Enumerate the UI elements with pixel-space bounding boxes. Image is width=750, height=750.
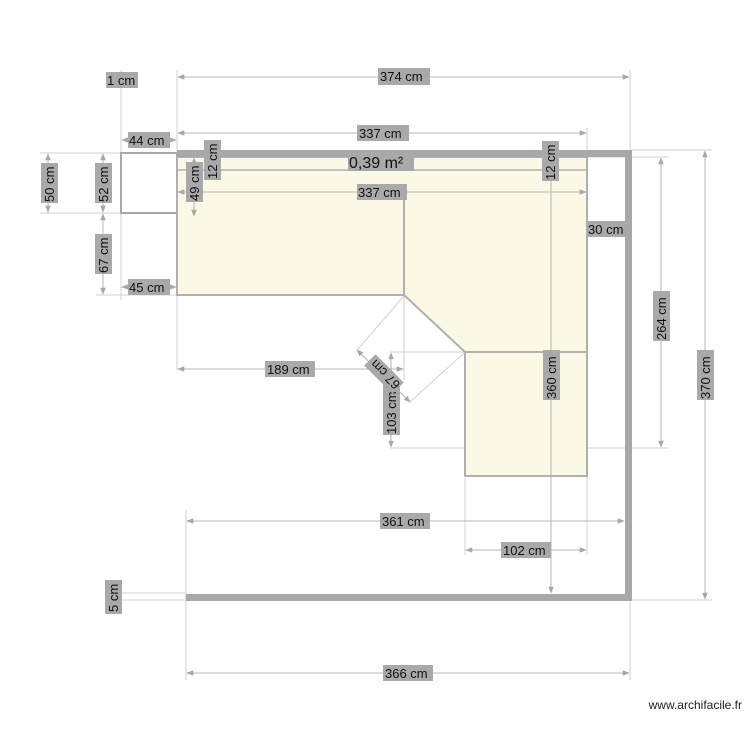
label-top-inner: 337 cm [357,125,409,141]
label-12-right: 12 cm [542,141,559,181]
svg-text:5 cm: 5 cm [106,584,121,612]
label-102: 102 cm [501,542,551,558]
label-45: 45 cm [128,279,170,295]
svg-text:12 cm: 12 cm [543,145,558,180]
svg-text:264 cm: 264 cm [654,297,669,340]
label-30: 30 cm [587,221,627,237]
svg-text:366 cm: 366 cm [385,666,428,681]
label-50: 50 cm [41,163,58,203]
svg-text:1 cm: 1 cm [107,73,135,88]
svg-text:370 cm: 370 cm [698,356,713,399]
label-67: 67 cm [95,234,112,274]
label-360: 360 cm [543,350,560,400]
label-103: 103 cm [383,385,400,435]
svg-text:374 cm: 374 cm [380,69,423,84]
svg-text:337 cm: 337 cm [359,126,402,141]
svg-text:0,39 m²: 0,39 m² [349,155,404,172]
svg-text:49 cm: 49 cm [187,166,202,201]
svg-text:103 cm: 103 cm [384,391,399,434]
left-cabinet-outline [120,152,178,214]
svg-text:12 cm: 12 cm [205,144,220,179]
label-264: 264 cm [653,291,670,341]
svg-text:30 cm: 30 cm [588,222,623,237]
label-top-total: 374 cm [378,68,430,85]
label-12-left: 12 cm [204,140,221,180]
svg-text:45 cm: 45 cm [129,280,164,295]
label-361: 361 cm [380,513,430,529]
label-one-cm: 1 cm [106,72,138,88]
svg-text:67 cm: 67 cm [96,238,111,273]
wall-right [625,150,632,601]
wall-bottom [186,594,632,601]
label-5: 5 cm [105,580,122,614]
label-inner-337: 337 cm [357,184,407,200]
svg-text:50 cm: 50 cm [42,167,57,202]
kitchen-counter [176,156,588,477]
svg-text:337 cm: 337 cm [358,185,401,200]
svg-text:44 cm: 44 cm [129,133,164,148]
svg-text:102 cm: 102 cm [503,543,546,558]
label-370: 370 cm [697,350,714,400]
label-44: 44 cm [128,132,170,148]
svg-text:189 cm: 189 cm [267,362,310,377]
label-49: 49 cm [186,162,203,202]
svg-text:52 cm: 52 cm [96,167,111,202]
label-366: 366 cm [383,665,433,681]
svg-text:360 cm: 360 cm [544,356,559,399]
label-area: 0,39 m² [348,153,414,172]
label-189: 189 cm [265,361,315,377]
label-52: 52 cm [95,163,112,203]
watermark: www.archifacile.fr [648,698,742,712]
svg-text:361 cm: 361 cm [382,514,425,529]
